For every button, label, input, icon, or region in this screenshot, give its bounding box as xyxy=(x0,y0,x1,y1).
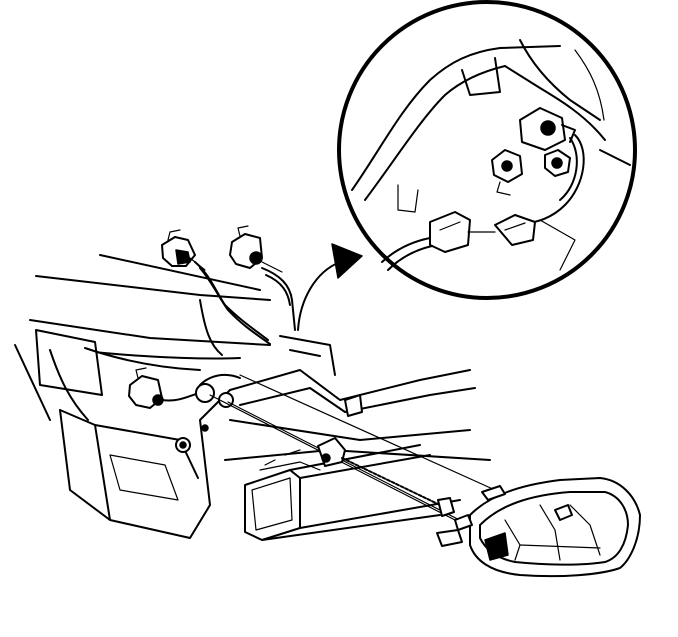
headlamp-assembly xyxy=(436,477,641,578)
bulb-socket-loose-2 xyxy=(229,225,283,273)
radiator-support-bar xyxy=(244,444,461,541)
bulb-socket-right xyxy=(544,149,571,177)
fender-body-panel xyxy=(14,254,271,421)
bulb-socket-upper xyxy=(519,107,576,151)
bulb-socket-loose-1 xyxy=(161,229,206,271)
adjuster-rod xyxy=(317,437,455,517)
bulb-socket-loose-3 xyxy=(128,367,164,409)
bulb-socket-left xyxy=(491,149,523,196)
harness-connector xyxy=(429,211,536,253)
detail-view-circle xyxy=(337,0,637,300)
callout-arrow xyxy=(297,243,363,331)
wire-harness xyxy=(161,261,296,402)
